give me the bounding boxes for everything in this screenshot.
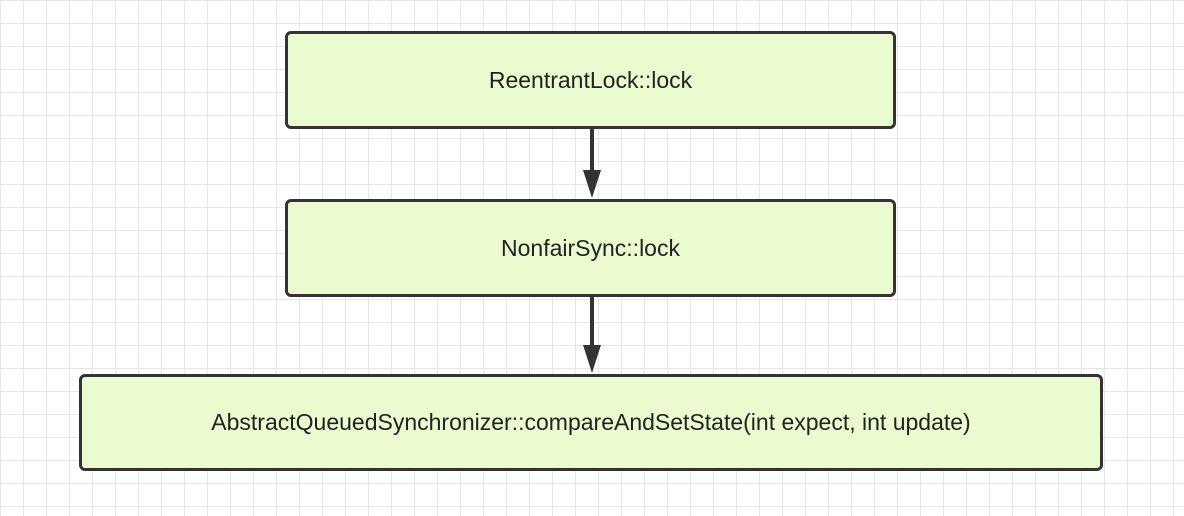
node-label: NonfairSync::lock bbox=[501, 234, 680, 261]
node-reentrantlock-lock[interactable]: ReentrantLock::lock bbox=[285, 31, 896, 129]
node-label: ReentrantLock::lock bbox=[488, 66, 693, 93]
node-aqs-compareandsetstate[interactable]: AbstractQueuedSynchronizer::compareAndSe… bbox=[79, 374, 1103, 471]
arrowhead-icon bbox=[583, 345, 601, 373]
node-nonfairsync-lock[interactable]: NonfairSync::lock bbox=[285, 199, 896, 297]
node-label: AbstractQueuedSynchronizer::compareAndSe… bbox=[211, 409, 971, 435]
edge-n1-n2 bbox=[583, 129, 601, 198]
edge-n2-n3 bbox=[583, 297, 601, 373]
arrowhead-icon bbox=[583, 170, 601, 198]
